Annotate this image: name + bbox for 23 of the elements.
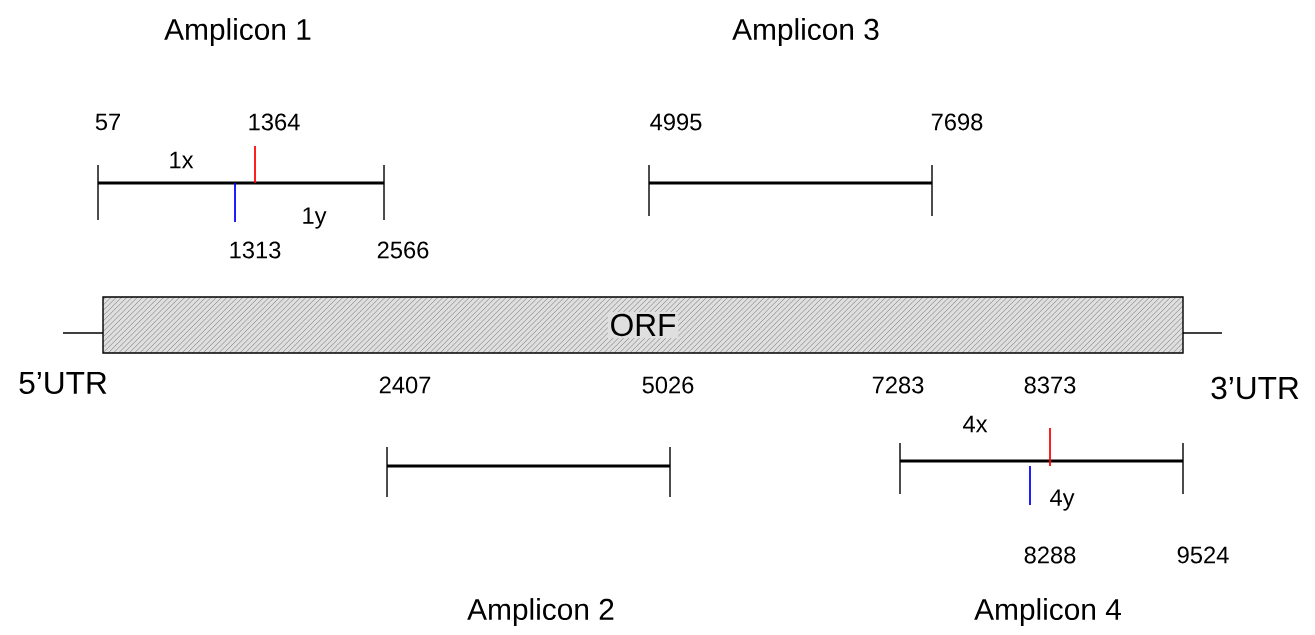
utr-label: 5’UTR xyxy=(19,371,107,394)
position-number: 8288 xyxy=(1024,546,1076,564)
position-number: 1313 xyxy=(230,241,281,259)
position-number: 9524 xyxy=(1177,546,1229,564)
primer-label: 1x xyxy=(170,151,194,169)
position-number: 1364 xyxy=(249,113,300,131)
amplicon-title: Amplicon 2 xyxy=(467,598,614,626)
position-number: 7698 xyxy=(931,113,983,131)
position-number: 5026 xyxy=(642,376,694,394)
position-number: 2566 xyxy=(377,241,429,259)
amplicon-title: Amplicon 4 xyxy=(974,598,1121,626)
position-number: 2407 xyxy=(379,376,431,394)
amplicon-title: Amplicon 1 xyxy=(164,18,311,46)
position-number: 57 xyxy=(95,113,120,131)
primer-label: 4x xyxy=(963,415,988,433)
orf-box: ORF xyxy=(102,296,1184,354)
position-number: 8373 xyxy=(1024,376,1076,394)
amplicon-title: Amplicon 3 xyxy=(732,18,879,46)
primer-label: 1y xyxy=(303,207,327,229)
position-number: 7283 xyxy=(872,376,924,394)
utr-label: 3’UTR xyxy=(1211,376,1299,400)
position-number: 4995 xyxy=(650,113,702,131)
primer-label: 4y xyxy=(1050,489,1075,511)
